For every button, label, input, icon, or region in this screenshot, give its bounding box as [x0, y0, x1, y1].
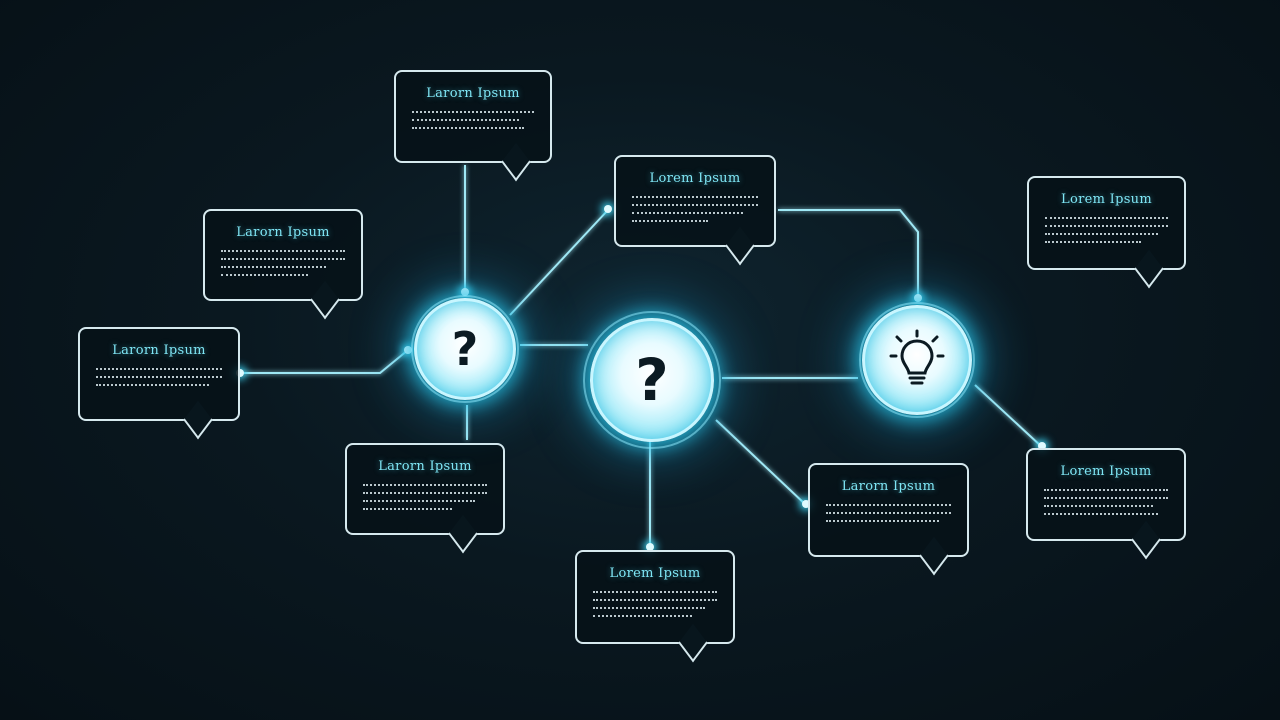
- junction-dot: [914, 294, 922, 302]
- speech-bubble-top-center: Larorn Ipsum: [394, 70, 552, 182]
- speech-bubble-top-middle: Lorem Ipsum: [614, 155, 776, 266]
- idea-node: [859, 302, 975, 418]
- link-q1-left: [240, 349, 409, 374]
- bubble-title: Lorem Ipsum: [1060, 464, 1152, 479]
- question-node-left: ?: [411, 295, 519, 403]
- bubble-title: Larorn Ipsum: [236, 225, 330, 240]
- speech-bubble-upper-left: Larorn Ipsum: [203, 209, 363, 320]
- junction-dot: [461, 288, 469, 296]
- bubble-title: Larorn Ipsum: [112, 343, 206, 358]
- junction-dot: [646, 543, 654, 551]
- question-mark-icon: ?: [635, 346, 669, 414]
- bubble-title: Larorn Ipsum: [426, 86, 520, 101]
- speech-bubble-bottom-left: Larorn Ipsum: [345, 443, 505, 554]
- link-q2-lower: [715, 419, 807, 506]
- question-node-center: ?: [583, 311, 721, 449]
- bubble-title: Lorem Ipsum: [609, 566, 701, 581]
- junction-dot: [802, 500, 810, 508]
- bubble-title: Larorn Ipsum: [378, 459, 472, 474]
- lightbulb-icon: [889, 329, 945, 385]
- link-upper-idea: [778, 209, 919, 298]
- question-mark-icon: ?: [451, 322, 479, 376]
- bubble-title: Larorn Ipsum: [841, 479, 936, 494]
- junction-dot: [404, 346, 412, 354]
- bubble-title: Lorem Ipsum: [649, 171, 741, 186]
- junction-dot: [604, 205, 612, 213]
- link-idea-right: [974, 384, 1043, 448]
- bubble-title: Lorem Ipsum: [1061, 192, 1152, 207]
- junction-dot: [1038, 442, 1046, 450]
- speech-bubble-bottom-center: Lorem Ipsum: [575, 550, 735, 663]
- speech-bubble-top-right: Lorem Ipsum: [1027, 176, 1186, 289]
- speech-bubble-lower-right: Lorem Ipsum: [1026, 448, 1186, 560]
- speech-bubble-left: Larorn Ipsum: [78, 327, 240, 440]
- junction-dot: [236, 369, 244, 377]
- link-q1-upper: [509, 209, 609, 316]
- speech-bubble-lower-right-center: Larorn Ipsum: [808, 463, 969, 576]
